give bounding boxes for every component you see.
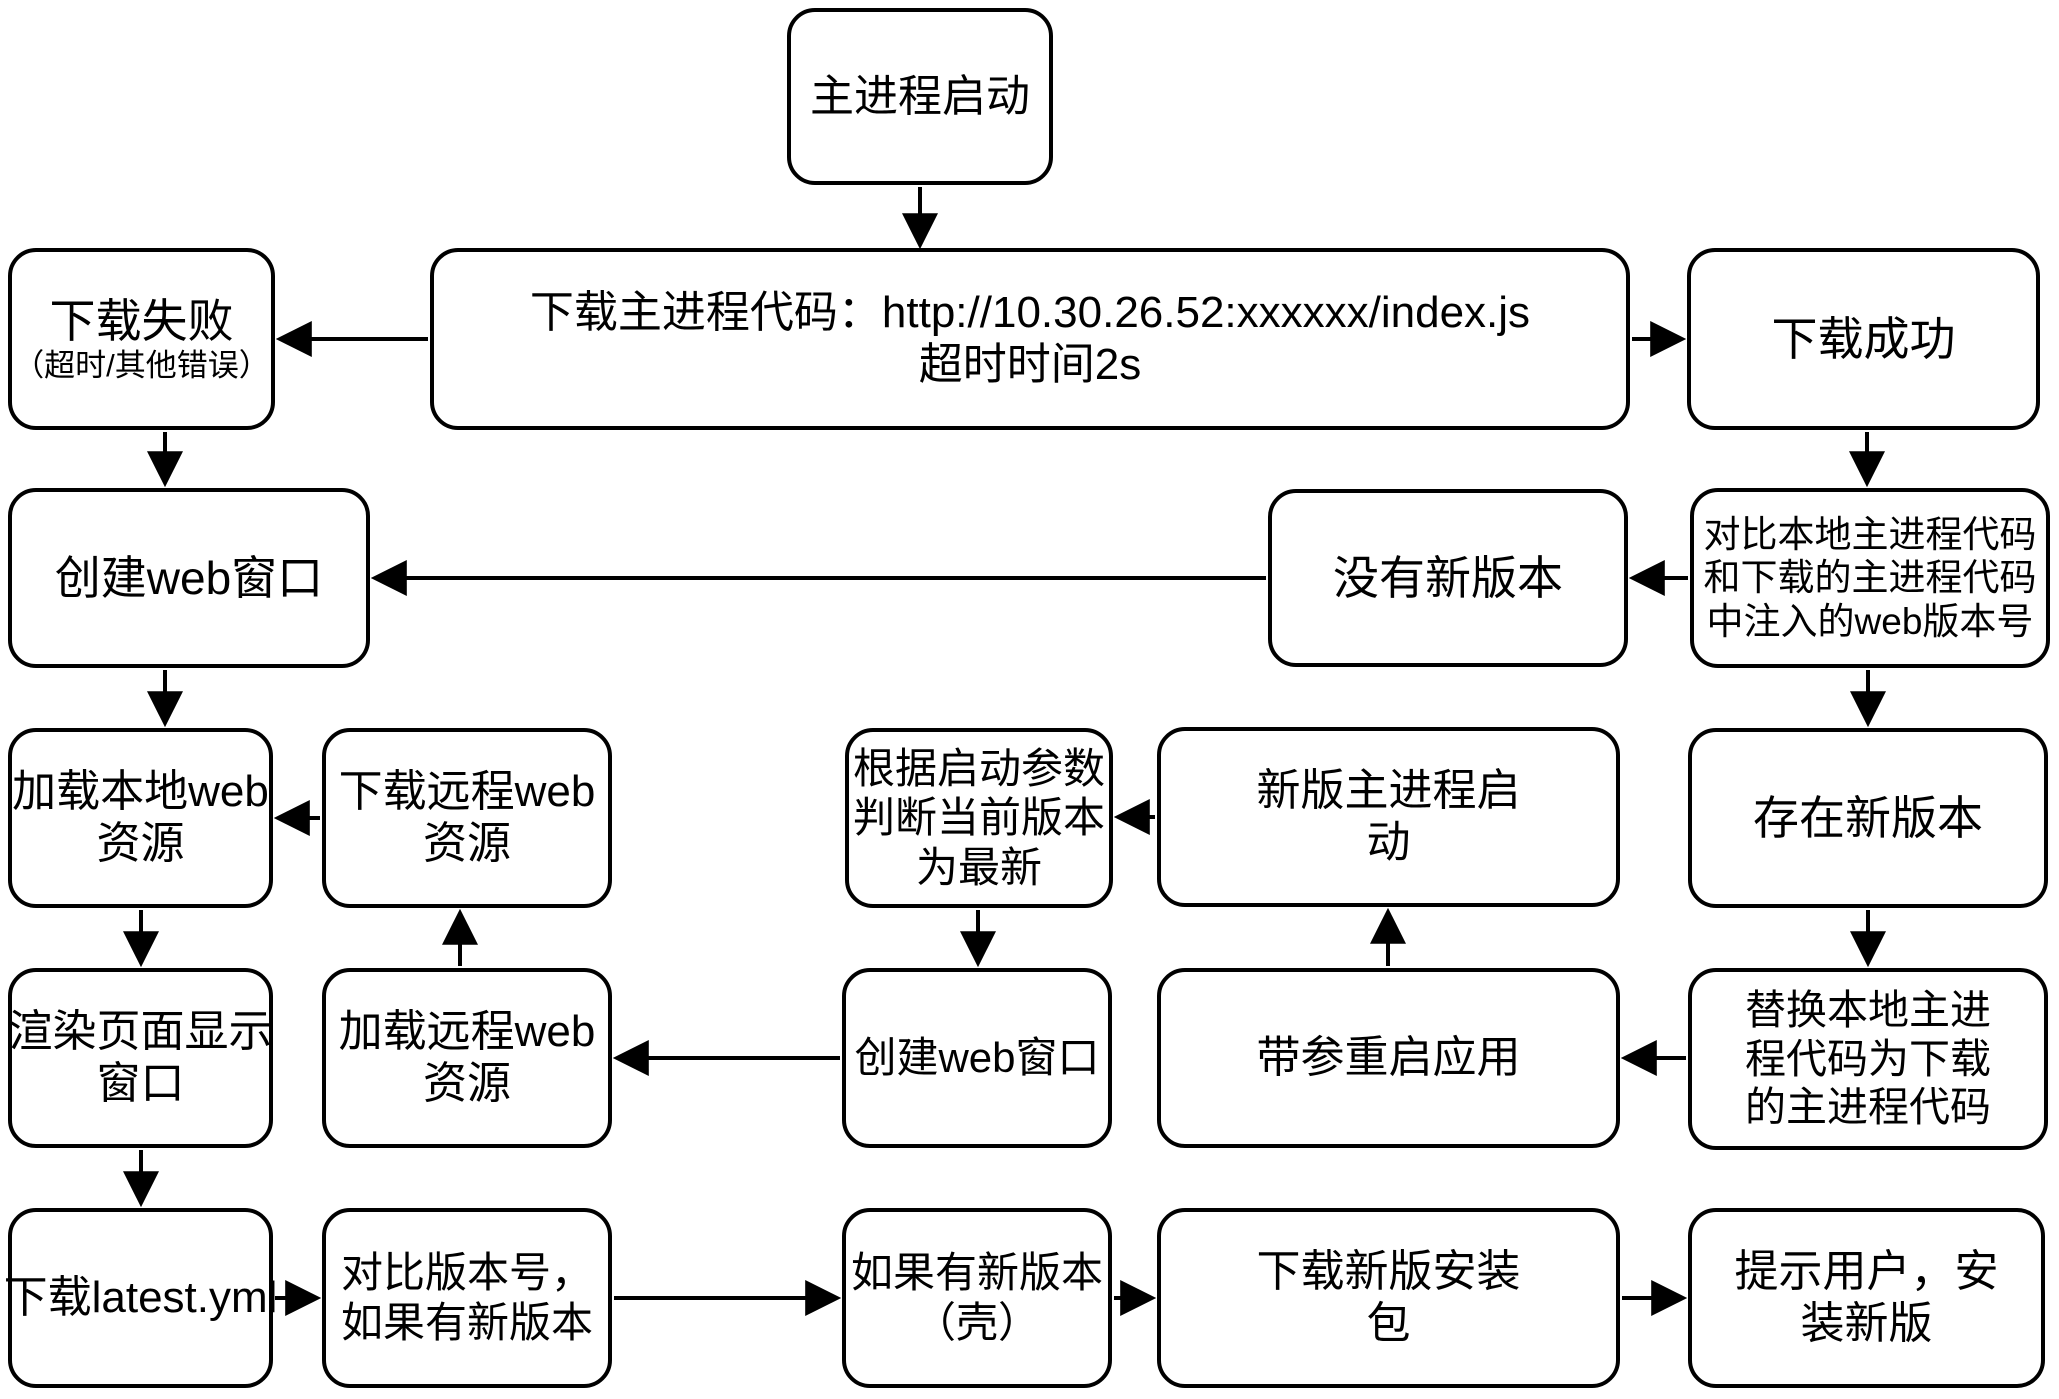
flow-node-label: 带参重启应用	[1256, 1033, 1521, 1083]
flow-node-label: 渲染页面显示	[8, 1007, 273, 1057]
flow-node-label: 下载新版安装	[1256, 1247, 1521, 1297]
flow-node-label: 创建web窗口	[854, 1034, 1100, 1082]
flow-node-label: 下载失败	[49, 294, 234, 347]
flow-node-label: 程代码为下载	[1745, 1035, 1991, 1082]
flow-node-label: 存在新版本	[1753, 791, 1983, 844]
flow-node-label: 和下载的主进程代码	[1703, 557, 2037, 599]
flow-node-label: 主进程启动	[810, 71, 1030, 121]
flow-node-download-main-code: 下载主进程代码：http://10.30.26.52:xxxxxx/index.…	[430, 248, 1630, 430]
flow-node-label: 加载本地web	[12, 767, 269, 817]
flow-node-label: 如果有新版本	[851, 1249, 1104, 1297]
flow-node-label: 判断当前版本	[853, 794, 1106, 842]
flow-node-label: 提示用户，安	[1734, 1247, 1999, 1297]
flow-node-download-new-installer: 下载新版安装包	[1157, 1208, 1620, 1388]
flow-node-render-page-window: 渲染页面显示窗口	[8, 968, 273, 1148]
flow-node-label: 对比本地主进程代码	[1703, 513, 2037, 555]
flow-node-label: 如果有新版本	[340, 1299, 593, 1346]
flow-node-label: 下载成功	[1771, 312, 1956, 365]
flow-node-create-web-window: 创建web窗口	[8, 488, 370, 668]
flow-node-new-main-start: 新版主进程启动	[1157, 727, 1620, 907]
flow-node-label: 加载远程web	[338, 1007, 596, 1057]
flow-node-label: 根据启动参数	[853, 744, 1106, 792]
flow-node-compare-web-version: 对比本地主进程代码和下载的主进程代码中注入的web版本号	[1690, 488, 2050, 668]
flow-node-download-success: 下载成功	[1687, 248, 2040, 430]
flow-node-label: 创建web窗口	[54, 551, 324, 604]
flow-node-label: （壳）	[913, 1299, 1040, 1346]
flow-node-label: 资源	[423, 1059, 511, 1108]
flow-node-create-web-window-2: 创建web窗口	[842, 968, 1112, 1148]
flow-node-label: 替换本地主进	[1745, 987, 1991, 1034]
flow-node-label: 超时时间2s	[918, 340, 1142, 389]
flow-node-label: 资源	[423, 819, 511, 868]
flow-node-download-latest-yml: 下载latest.yml	[4, 1208, 277, 1388]
flow-node-has-new-version-shell: 如果有新版本（壳）	[842, 1208, 1112, 1388]
flow-node-label: 新版主进程启	[1256, 766, 1521, 816]
flow-node-no-new-version: 没有新版本	[1268, 489, 1628, 667]
flow-node-label: 下载主进程代码：http://10.30.26.52:xxxxxx/index.…	[529, 288, 1531, 338]
flow-node-restart-with-args: 带参重启应用	[1157, 968, 1620, 1148]
flow-node-label: 的主进程代码	[1745, 1084, 1991, 1131]
flow-node-replace-local-main: 替换本地主进程代码为下载的主进程代码	[1688, 968, 2048, 1150]
flow-node-compare-version-number: 对比版本号，如果有新版本	[322, 1208, 612, 1388]
flow-node-has-new-version: 存在新版本	[1688, 728, 2048, 908]
flow-node-main-process-start: 主进程启动	[787, 8, 1053, 185]
flow-node-label: 窗口	[96, 1059, 185, 1108]
flow-node-label: 为最新	[915, 843, 1042, 891]
flow-node-label: 没有新版本	[1333, 551, 1563, 604]
flow-node-label: 包	[1366, 1299, 1411, 1348]
flow-node-label: 中注入的web版本号	[1706, 600, 2034, 642]
flow-node-label: 下载远程web	[338, 767, 596, 817]
flow-node-download-fail: 下载失败（超时/其他错误）	[8, 248, 275, 430]
flow-node-label: 下载latest.yml	[3, 1273, 278, 1323]
flow-node-label: 资源	[96, 819, 185, 868]
flow-node-label: 对比版本号，	[340, 1249, 593, 1297]
flow-node-label: （超时/其他错误）	[13, 347, 270, 383]
flow-node-prompt-user-install: 提示用户，安装新版	[1688, 1208, 2045, 1388]
flow-node-label: 装新版	[1800, 1299, 1933, 1348]
flow-node-judge-latest-by-args: 根据启动参数判断当前版本为最新	[845, 728, 1113, 908]
flow-node-label: 动	[1366, 818, 1411, 867]
